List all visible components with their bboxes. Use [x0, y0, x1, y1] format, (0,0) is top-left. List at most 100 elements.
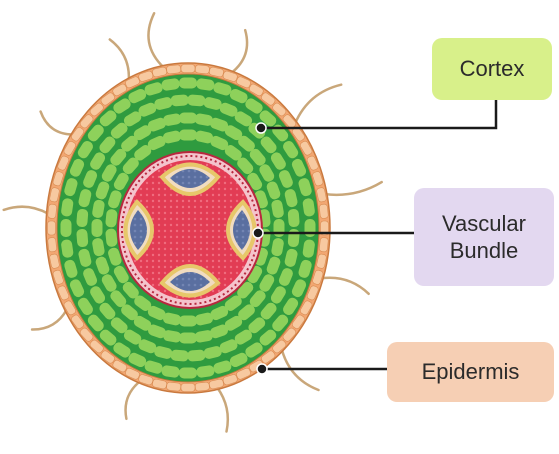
epidermis-cell — [320, 220, 329, 236]
cortex-cell — [123, 111, 142, 127]
epidermis-cell — [300, 140, 313, 156]
cortex-cell — [64, 259, 78, 278]
epidermis-cell — [180, 383, 196, 392]
cortex-cell — [238, 135, 255, 152]
cortex-cell — [302, 239, 315, 258]
cortex-cell — [87, 314, 104, 332]
cortex-cell — [283, 297, 299, 316]
cortex-cell — [90, 152, 106, 170]
epidermis-cell — [57, 285, 70, 301]
cortex-cell — [170, 94, 189, 107]
root-hair — [30, 308, 69, 331]
cortex-cell — [259, 110, 277, 127]
epidermis-cell — [57, 155, 70, 171]
epidermis-cell — [89, 102, 104, 117]
cortex-cell — [234, 329, 253, 345]
epidermis-cell — [222, 374, 238, 386]
cortex-cell — [270, 152, 286, 170]
cortex-cell — [105, 228, 118, 247]
cortex-cell — [122, 281, 139, 299]
cortex-cell — [224, 145, 242, 161]
cortex-cell — [99, 136, 116, 154]
cortex-cell — [210, 324, 229, 339]
cortex-cell — [95, 181, 110, 200]
cortex-cell — [138, 102, 157, 117]
cortex-cell — [64, 178, 78, 197]
cortex-cell — [224, 295, 242, 311]
cortex-cell — [61, 239, 74, 258]
cortex-cell — [287, 228, 300, 248]
leader-dots — [252, 122, 268, 375]
cortex-cell — [134, 145, 152, 161]
cortex-leader-line — [262, 100, 498, 130]
cortex-cell — [138, 339, 157, 354]
cortex-cell — [298, 259, 312, 278]
cortex-cell — [133, 125, 152, 141]
vascular-cylinder — [126, 160, 254, 300]
cortex-cell — [113, 265, 129, 284]
epidermis-cell — [300, 300, 313, 316]
cortex-cell — [187, 349, 206, 362]
cortex-cell — [271, 199, 284, 218]
cortex-cell — [147, 117, 166, 132]
root-hair — [39, 110, 75, 136]
epidermis-cell — [291, 314, 305, 329]
cortex-cell — [249, 290, 266, 308]
epidermis-pointer-dot — [256, 363, 268, 375]
epidermis-label: Epidermis — [387, 342, 554, 402]
root-hair — [124, 379, 142, 421]
vascular-label-line-1: Vascular — [442, 210, 526, 236]
epidermis-cell — [49, 253, 60, 269]
cortex-label: Cortex — [432, 38, 552, 100]
cortex-cell — [224, 315, 243, 331]
epidermis-cells — [47, 64, 329, 392]
epidermis-cell — [112, 359, 128, 373]
root-hair — [2, 205, 50, 216]
epidermis-cell — [282, 114, 297, 129]
cortex-cell — [237, 281, 254, 299]
cortex-cell — [113, 342, 131, 358]
epidermis-cell — [152, 66, 168, 78]
cortex-cell — [203, 97, 222, 110]
epidermis-cell — [112, 83, 127, 97]
cortex-cell — [87, 124, 104, 142]
cortex-cell — [144, 360, 163, 374]
vascular-bundle-top — [159, 162, 221, 197]
cortex-cell — [121, 135, 138, 152]
cortex-cell — [245, 342, 263, 358]
epidermis-cell — [166, 381, 182, 392]
cortex-cell — [278, 268, 293, 286]
vascular-bundle-right — [225, 199, 257, 261]
epidermis-cell — [138, 70, 154, 82]
cortex-cell — [302, 198, 315, 217]
cortex-cell — [91, 219, 103, 237]
cortex-cell — [170, 349, 189, 362]
cortex-cell — [144, 82, 163, 96]
cortex-cell — [83, 170, 98, 188]
cortex-cell — [298, 178, 312, 197]
cortex-cell — [113, 98, 131, 114]
root-hair — [230, 28, 249, 75]
cortex-cell — [196, 78, 215, 91]
cortex-cell — [69, 279, 85, 298]
cortex-cell — [224, 125, 243, 141]
cortex-cell — [147, 324, 166, 339]
cortex-pointer-dot — [255, 122, 267, 134]
cortex-cell — [113, 172, 129, 191]
root-hair — [323, 180, 383, 197]
cortex-cell — [179, 112, 197, 124]
cortex-cell — [272, 314, 289, 332]
cortex-cell — [121, 304, 138, 321]
cortex-cell — [194, 113, 213, 126]
epidermis-cell — [319, 203, 329, 219]
cortex-cell — [101, 274, 117, 292]
cortex-label-text: Cortex — [459, 56, 525, 82]
cortex-cell — [163, 330, 182, 343]
cortex-cell — [210, 117, 229, 132]
epidermis-cell — [89, 339, 104, 354]
cortex-cell — [78, 248, 92, 267]
vascular-bundle-bottom — [159, 263, 221, 298]
cortex-cell — [122, 157, 139, 175]
cortex-cell — [304, 219, 316, 237]
